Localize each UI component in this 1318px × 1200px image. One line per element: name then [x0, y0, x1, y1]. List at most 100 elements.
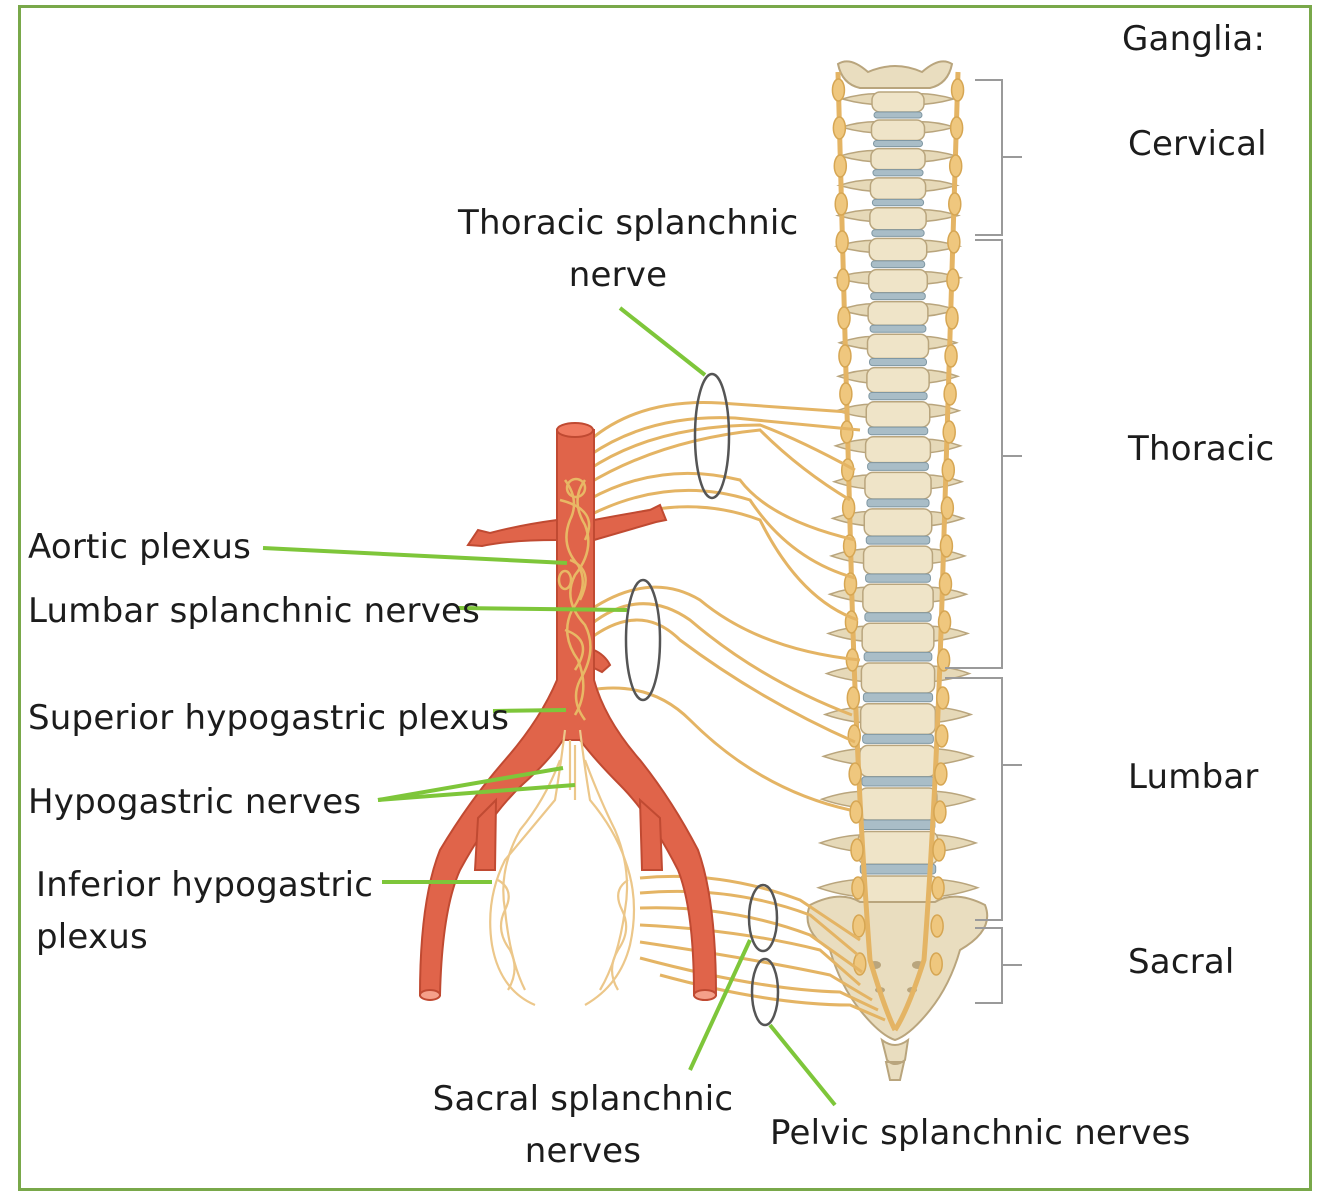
leader-lines [262, 306, 837, 1107]
vertebral-body [869, 177, 927, 201]
ganglion [937, 610, 952, 634]
vertebral-body [871, 91, 925, 113]
label-thoracic-splanchnic-line2: nerve [568, 255, 668, 295]
vertebral-body [862, 583, 934, 614]
intervertebral-disc [871, 198, 925, 207]
aorta [418, 429, 718, 996]
vertebral-body [858, 787, 938, 821]
ganglion [932, 838, 946, 862]
sacrum [806, 895, 989, 1042]
region-lumbar: Lumbar [1128, 757, 1259, 797]
intervertebral-disc [863, 651, 933, 662]
ganglion [929, 952, 943, 976]
lumbar-splanchnic-ellipse [624, 578, 662, 702]
pelvic-splanchnic-ellipse [750, 957, 780, 1027]
leader-superior-hypogastric [492, 708, 567, 713]
atlas [836, 60, 954, 89]
label-superior-hypogastric-plexus: Superior hypogastric plexus [28, 698, 510, 738]
ganglion [940, 496, 955, 520]
ganglion [835, 230, 849, 254]
ganglion [946, 268, 960, 292]
ganglion [948, 154, 963, 178]
ganglion [941, 458, 956, 482]
splanchnic-nerve-fibers [585, 400, 886, 1022]
ganglion [945, 306, 959, 330]
ganglion [849, 800, 863, 824]
ganglion [949, 116, 964, 140]
ganglion [931, 876, 945, 900]
vertebral-body [867, 268, 929, 294]
aorta-and-iliac-arteries [418, 422, 718, 1001]
vertebral-body [862, 545, 934, 575]
coccyx [880, 1037, 910, 1081]
label-pelvic-splanchnic-nerves: Pelvic splanchnic nerves [770, 1113, 1191, 1153]
vertebral-body [868, 237, 928, 262]
vertebral-body [861, 622, 935, 654]
ganglion [934, 762, 948, 786]
ganglion [942, 420, 956, 444]
intervertebral-disc [860, 819, 936, 830]
ganglion [838, 344, 852, 368]
ganglia-heading: Ganglia: [1122, 19, 1266, 59]
ganglion [847, 724, 861, 748]
ganglion [950, 78, 965, 102]
vertebral-body [864, 435, 932, 464]
intervertebral-disc [867, 426, 929, 436]
ganglion [832, 116, 847, 140]
label-sacral-splanchnic-line1: Sacral splanchnic [432, 1079, 734, 1119]
vertebral-body [859, 703, 937, 736]
ganglion [947, 230, 961, 254]
leader-thoracic-splanchnic [618, 306, 707, 377]
ganglion [837, 306, 851, 330]
vertebral-body [870, 147, 926, 171]
ganglion [938, 572, 953, 596]
intervertebral-disc [866, 498, 930, 508]
leader-lumbar-splanchnic [457, 606, 628, 612]
vertebral-body [859, 744, 937, 778]
ganglion [935, 724, 949, 748]
intervertebral-disc [859, 863, 937, 875]
leader-sacral-splanchnic [688, 939, 752, 1071]
region-sacral: Sacral [1128, 942, 1235, 982]
intervertebral-disc [865, 535, 931, 545]
thoracic-splanchnic-ellipse [693, 372, 731, 500]
vertebral-body [867, 300, 929, 326]
leader-hypogastric-a [377, 766, 564, 802]
aortic-plexus-fibers [557, 477, 592, 721]
ganglion [848, 762, 862, 786]
vertebral-body [863, 508, 933, 537]
label-inferior-hypogastric-line1: Inferior hypogastric [36, 865, 374, 905]
ganglion [939, 534, 954, 558]
vertebral-body [864, 471, 932, 500]
ganglion [834, 192, 848, 216]
ganglion [944, 344, 958, 368]
intervertebral-disc [872, 139, 924, 148]
ganglion [930, 914, 944, 938]
intervertebral-disc [864, 612, 932, 622]
ganglion [852, 914, 866, 938]
region-brackets [945, 79, 1022, 1004]
leader-hypogastric-b [377, 783, 576, 802]
intervertebral-disc [873, 111, 923, 119]
vertebral-body [860, 662, 936, 694]
intervertebral-disc [871, 229, 925, 237]
ganglion [831, 78, 846, 102]
vertebral-body [866, 366, 930, 394]
intervertebral-disc [862, 733, 934, 744]
ganglion [948, 192, 962, 216]
label-sacral-splanchnic-line2: nerves [524, 1131, 642, 1171]
intervertebral-disc [870, 260, 926, 269]
vertebral-body [870, 119, 926, 142]
region-cervical: Cervical [1128, 124, 1267, 164]
intervertebral-disc [865, 573, 931, 583]
hypogastric-network [489, 729, 636, 1007]
intervertebral-disc [861, 776, 935, 787]
ganglion [935, 686, 950, 710]
label-aortic-plexus: Aortic plexus [28, 527, 252, 567]
ganglion [936, 648, 951, 672]
ganglia-nodes [831, 78, 965, 976]
intervertebral-disc [869, 357, 927, 367]
sacral-splanchnic-ellipse [747, 883, 779, 953]
label-inferior-hypogastric-line2: plexus [36, 917, 148, 957]
